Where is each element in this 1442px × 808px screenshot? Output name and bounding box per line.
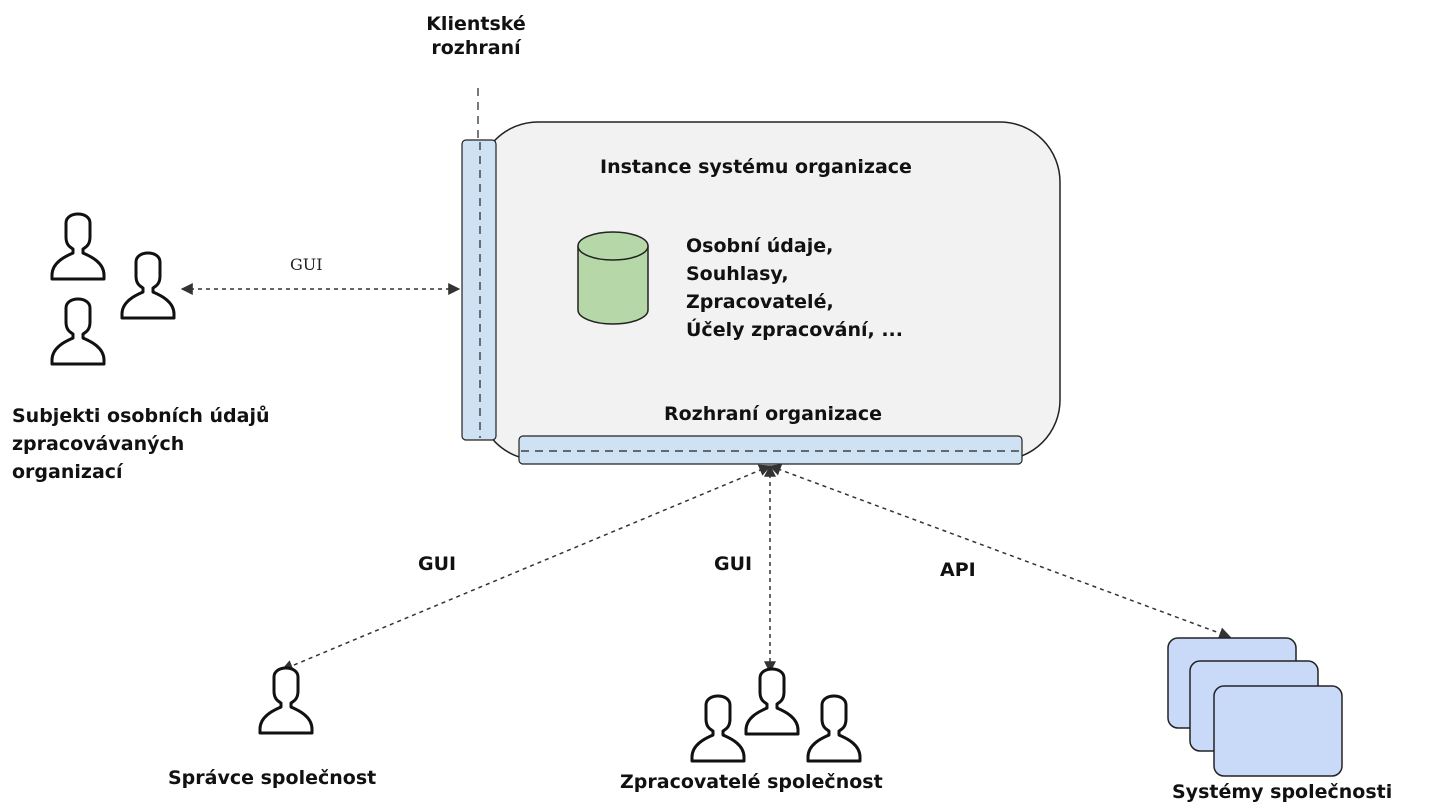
subject-person-icon [50, 212, 106, 281]
systems-label: Systémy společnosti [1172, 781, 1393, 803]
client-interface-label: Klientské rozhraní [426, 13, 526, 59]
systems-api-label: API [940, 559, 976, 581]
database-item: Souhlasy, [686, 263, 789, 285]
subject-person-icon [120, 251, 176, 320]
database-item: Osobní údaje, [686, 235, 834, 257]
database-item: Zpracovatelé, [686, 291, 834, 313]
admin-gui-label: GUI [418, 553, 457, 575]
database-item: Účely zpracování, ... [686, 319, 903, 341]
processor-person-icon [806, 694, 862, 763]
org-interface-bar [518, 435, 1023, 465]
admin-label: Správce společnost [168, 767, 377, 789]
processor-person-icon [744, 667, 800, 736]
admin-person-icon [258, 666, 314, 735]
processors-gui-label: GUI [714, 553, 753, 575]
subject-person-icon [50, 297, 106, 366]
admin-gui-connection [280, 464, 772, 672]
client-interface-bar [461, 139, 497, 441]
database-icon [577, 231, 649, 325]
database-contents: Osobní údaje, Souhlasy, Zpracovatelé, Úč… [686, 232, 903, 344]
org-interface-label: Rozhraní organizace [664, 403, 883, 425]
processors-label: Zpracovatelé společnost [620, 771, 883, 793]
subjects-gui-label: GUI [290, 255, 323, 274]
system-instance-title: Instance systému organizace [600, 156, 912, 178]
company-systems-icon [1167, 637, 1343, 777]
systems-api-connection [768, 464, 1232, 639]
subjects-label: Subjekti osobních údajů zpracovávaných o… [12, 405, 270, 483]
processor-person-icon [690, 694, 746, 763]
